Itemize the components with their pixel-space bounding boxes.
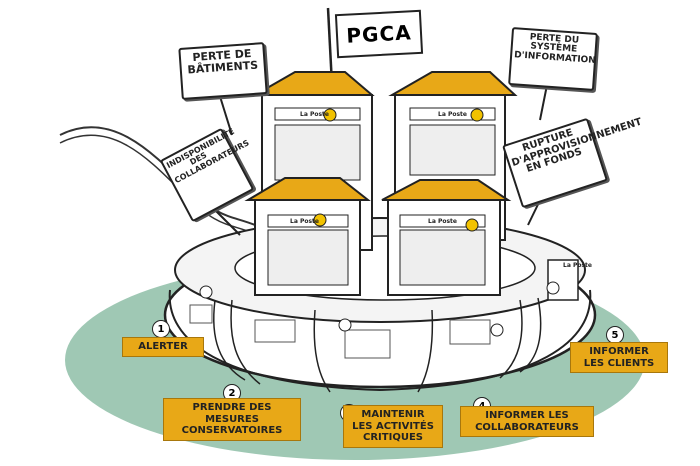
step-label-prendre-mesures: Prendre des mesures conservatoires bbox=[163, 398, 301, 441]
building-front-right bbox=[381, 179, 512, 296]
sign-perte-systeme: Perte du système d'information bbox=[508, 27, 598, 91]
la-poste-label: La Poste bbox=[563, 262, 592, 269]
step-label-informer-collaborateurs: Informer les collaborateurs bbox=[460, 406, 594, 437]
step-label-informer-clients: Informer les clients bbox=[570, 342, 668, 373]
la-poste-label: La Poste bbox=[438, 111, 467, 118]
la-poste-label: La Poste bbox=[300, 111, 329, 118]
step-label-maintenir: Maintenir les activités critiques bbox=[343, 405, 443, 448]
la-poste-label: La Poste bbox=[290, 218, 319, 225]
building-front-left bbox=[244, 177, 371, 296]
pgca-flag: PGCA bbox=[334, 9, 424, 59]
step-number-2: 2 bbox=[223, 384, 241, 402]
step-label-alerter: Alerter bbox=[122, 337, 204, 357]
lifebuoy bbox=[163, 217, 597, 393]
sign-perte-batiments: Perte de bâtiments bbox=[178, 42, 268, 100]
step-number-1: 1 bbox=[152, 320, 170, 338]
la-poste-label: La Poste bbox=[428, 218, 457, 225]
